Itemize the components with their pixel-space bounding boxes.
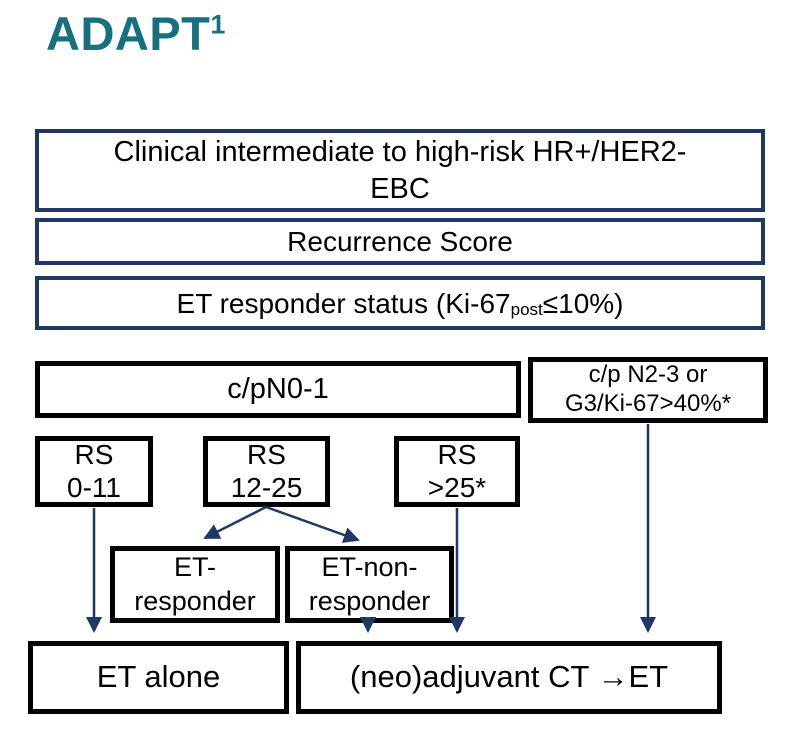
rs-12-25-box: RS 12-25 xyxy=(203,436,330,507)
et-alone-label: ET alone xyxy=(96,659,221,695)
cpn01-label: c/pN0-1 xyxy=(227,373,329,406)
et-responder-status-suffix: ≤10%) xyxy=(542,287,624,319)
cpn23-highrisk-box: c/p N2-3 or G3/Ki-67>40%* xyxy=(528,357,768,423)
et-responder-box: ET- responder xyxy=(110,546,280,623)
neoadjuvant-ct-label: (neo)adjuvant CT →ET xyxy=(349,659,669,695)
clinical-risk-box: Clinical intermediate to high-risk HR+/H… xyxy=(35,129,765,212)
rs-0-11-line1: RS xyxy=(74,439,114,471)
title-text: ADAPT xyxy=(46,7,211,60)
recurrence-score-label: Recurrence Score xyxy=(287,226,513,257)
recurrence-score-box: Recurrence Score xyxy=(35,218,765,265)
cpn01-node-box: c/pN0-1 xyxy=(35,361,521,418)
arrow-rs12-25-to-et-non-responder xyxy=(265,505,360,543)
et-alone-outcome-box: ET alone xyxy=(28,641,289,714)
rs-12-25-line2: 12-25 xyxy=(230,471,303,503)
et-responder-line1: ET- xyxy=(173,551,216,582)
et-responder-line2: responder xyxy=(134,585,256,616)
title-superscript-citation: 1 xyxy=(210,9,226,40)
et-non-responder-box: ET-non- responder xyxy=(285,546,454,623)
cpn23-line1: c/p N2-3 or xyxy=(588,361,708,389)
clinical-risk-line1: Clinical intermediate to high-risk HR+/H… xyxy=(113,136,687,169)
cpn23-line2: G3/Ki-67>40%* xyxy=(564,390,732,417)
rs-gt-25-line1: RS xyxy=(437,439,477,471)
rs-0-11-line2: 0-11 xyxy=(67,471,121,503)
neoadjuvant-ct-outcome-box: (neo)adjuvant CT →ET xyxy=(296,641,722,714)
rs-12-25-line1: RS xyxy=(247,439,286,471)
et-responder-status-prefix: ET responder status (Ki-67 xyxy=(176,287,511,319)
rs-gt-25-box: RS >25* xyxy=(394,436,520,507)
clinical-risk-line2: EBC xyxy=(370,172,430,205)
ki67-subscript: post xyxy=(510,299,543,319)
arrow-rs12-25-to-et-responder xyxy=(203,505,267,540)
rs-0-11-box: RS 0-11 xyxy=(35,436,153,507)
rs-gt-25-line2: >25* xyxy=(427,471,487,503)
page-title: ADAPT1 xyxy=(46,8,226,60)
et-non-responder-line1: ET-non- xyxy=(321,551,418,582)
et-non-responder-line2: responder xyxy=(308,585,431,616)
